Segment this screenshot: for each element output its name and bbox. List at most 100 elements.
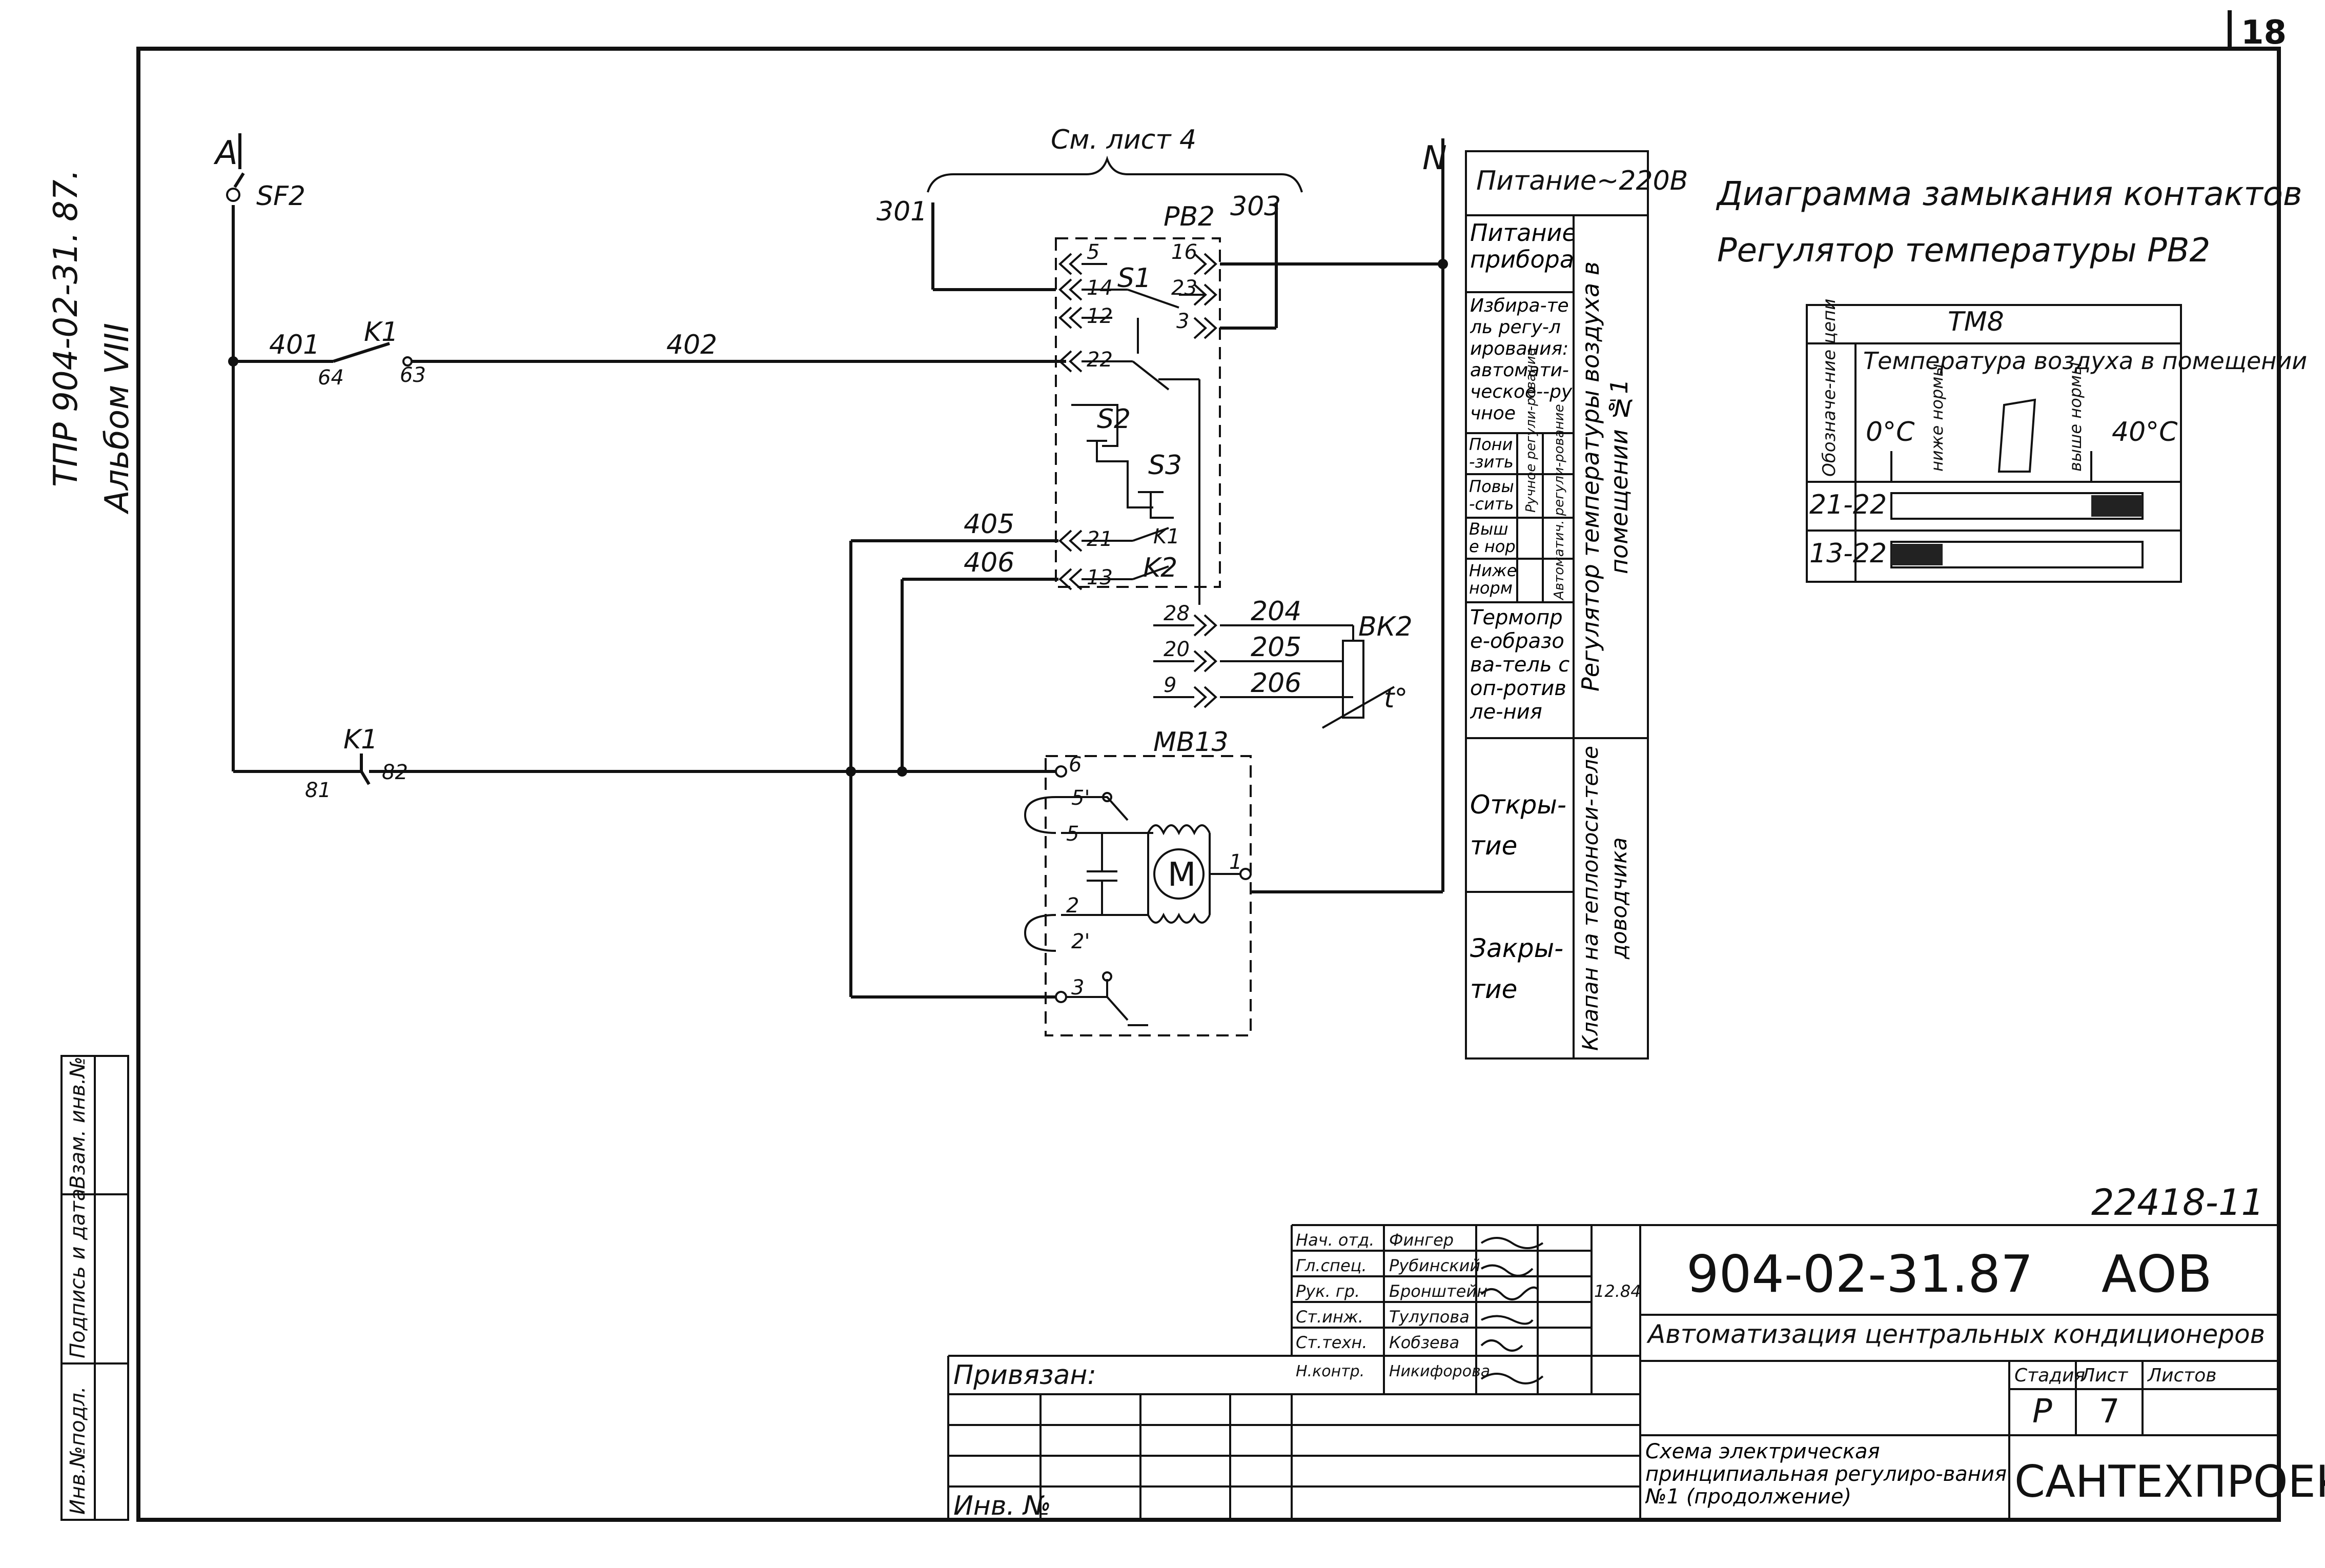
stage-value: Р	[2032, 1393, 2052, 1431]
signer-name-4: Тулупова	[1389, 1307, 1470, 1327]
sensor-symbol: t°	[1384, 683, 1408, 714]
row-below-norm: Ниже нормы	[1469, 562, 1517, 602]
contact-title-2: Регулятор температуры РВ2	[1717, 232, 2210, 270]
signer-name-2: Рубинский	[1389, 1256, 1480, 1275]
svg-text:16: 16	[1171, 240, 1197, 264]
side-stamp: Инв.№подл. Подпись и дата Взам. инв.№	[60, 1055, 129, 1521]
wire-402: 402	[666, 330, 717, 360]
signer-name-5: Кобзева	[1389, 1333, 1459, 1352]
wire-204: 204	[1251, 596, 1301, 627]
contact-closed-zone-13-22	[1891, 544, 1943, 565]
relay-k1-top-pin-b: 63	[400, 363, 426, 387]
temp-high: 40°C	[2112, 417, 2178, 447]
sheet-label: Лист	[2080, 1365, 2128, 1386]
signer-name-6: Никифорова	[1389, 1362, 1490, 1380]
contact-closed-zone-21-22	[2091, 495, 2143, 517]
device-label: ТМ8	[1948, 307, 2004, 337]
sheet-number: 18	[2241, 14, 2287, 52]
row-open: Откры-тие	[1470, 790, 1566, 861]
doc-id: 22418-11	[2091, 1182, 2264, 1224]
switch-s3: S3	[1148, 450, 1182, 481]
contact-title-1: Диаграмма замыкания контактов	[1716, 175, 2302, 213]
signer-role-6: Н.контр.	[1296, 1362, 1364, 1380]
svg-text:6: 6	[1069, 753, 1082, 777]
row-sensor: Термопре-образова-тель соп-ротивле-ния	[1470, 606, 1570, 724]
org-name: САНТЕХПРОЕКТ	[2014, 1456, 2325, 1508]
wire-405: 405	[964, 509, 1014, 540]
sheet-value: 7	[2099, 1393, 2120, 1431]
row-selector: Избира-тель регу-лирования: автомати-чес…	[1470, 295, 1573, 424]
side-stamp-replace: Взам. инв.№	[66, 1056, 90, 1189]
signer-role-1: Нач. отд.	[1296, 1230, 1374, 1250]
regulator-right-terminals: 16 23 3 28 20 9	[1164, 240, 1217, 708]
svg-text:21: 21	[1087, 527, 1113, 551]
see-sheet-note: См. лист 4	[1051, 125, 1196, 155]
signer-name-3: Бронштейн	[1389, 1281, 1487, 1301]
svg-text:12: 12	[1087, 304, 1113, 328]
wire-301: 301	[876, 196, 927, 227]
svg-text:1: 1	[1229, 850, 1242, 874]
motor-symbol	[1153, 848, 1205, 900]
bound-label: Привязан:	[953, 1360, 1096, 1391]
sign-date: 12.84	[1594, 1281, 1641, 1301]
row-above-norm: Выше нормы	[1469, 520, 1516, 558]
signer-role-5: Ст.техн.	[1296, 1333, 1368, 1352]
wire-205: 205	[1251, 632, 1301, 663]
schematic: A SF2 401 K1 64 63 402 См. лист 4 301 30…	[213, 125, 1448, 1036]
breaker-label: SF2	[256, 181, 305, 212]
phase-label: A	[213, 134, 238, 172]
relay-k1-top-pin-a: 64	[318, 366, 344, 390]
temp-header: Температура воздуха в помещении	[1863, 347, 2307, 375]
supply-cell: Питание~220В	[1476, 166, 1688, 196]
circuit-header: Обозначе-ние цепи	[1819, 299, 1840, 477]
signer-name-1: Фингер	[1389, 1230, 1454, 1250]
sheets-label: Листов	[2147, 1365, 2216, 1386]
wire-406: 406	[964, 547, 1014, 578]
contact-diagram: Диаграмма замыкания контактов Регулятор …	[1716, 175, 2307, 583]
row-raise: Повы-сить	[1469, 478, 1514, 514]
circuit-label-13-22: 13-22	[1809, 538, 1887, 569]
row-lower: Пони-зить	[1469, 436, 1514, 472]
wire-206: 206	[1251, 668, 1301, 699]
regulator-label: РВ2	[1164, 201, 1215, 232]
actuator-label: МВ13	[1153, 727, 1229, 758]
temp-low: 0°C	[1866, 417, 1915, 447]
svg-text:2': 2'	[1071, 930, 1090, 953]
sheet-frame	[136, 47, 2281, 1522]
relay-k1-top: K1	[364, 317, 398, 348]
side-stamp-inv: Инв.№подл.	[66, 1386, 90, 1515]
sub-manual: Ручное регули-рование	[1523, 348, 1539, 513]
side-album-title: Альбом VIII	[98, 323, 136, 515]
svg-text:9: 9	[1164, 674, 1176, 697]
row-power: Питание прибора	[1470, 219, 1573, 273]
svg-text:20: 20	[1164, 638, 1190, 661]
stage-label: Стадия	[2014, 1365, 2085, 1386]
svg-text:22: 22	[1087, 348, 1113, 372]
switch-s1: S1	[1117, 263, 1151, 294]
sub-auto: Автоматич. регули-рование	[1552, 404, 1567, 601]
sensor-label: ВК2	[1358, 612, 1413, 642]
doc-code: 904-02-31.87	[1686, 1244, 2033, 1304]
svg-text:13: 13	[1087, 566, 1113, 589]
function-table: Питание~220В Питание прибора Избира-тель…	[1465, 150, 1688, 1060]
signer-role-4: Ст.инж.	[1296, 1307, 1363, 1327]
group-valve: Клапан на теплоноси-теле доводчика	[1578, 746, 1631, 1051]
svg-text:2: 2	[1066, 894, 1079, 918]
signature-scribbles	[1480, 1237, 1544, 1384]
drawing-title: Схема электрическая принципиальная регул…	[1645, 1440, 2007, 1509]
wire-401: 401	[269, 330, 320, 360]
switch-s2: S2	[1097, 404, 1131, 435]
svg-text:5: 5	[1087, 240, 1099, 264]
relay-k1-bottom-pin-a: 81	[305, 779, 331, 802]
svg-text:14: 14	[1087, 276, 1113, 300]
relay-k1-bottom: K1	[343, 724, 378, 755]
row-close: Закры-тие	[1470, 933, 1564, 1004]
inv-label: Инв. №	[953, 1491, 1051, 1521]
group-regulator: Регулятор температуры воздуха в помещени…	[1577, 261, 1633, 692]
actuator-box	[1045, 755, 1252, 1036]
project-name: Автоматизация центральных кондиционеров	[1646, 1319, 2265, 1349]
svg-text:23: 23	[1171, 276, 1197, 300]
svg-text:3: 3	[1176, 310, 1189, 333]
wire-303: 303	[1230, 191, 1281, 222]
